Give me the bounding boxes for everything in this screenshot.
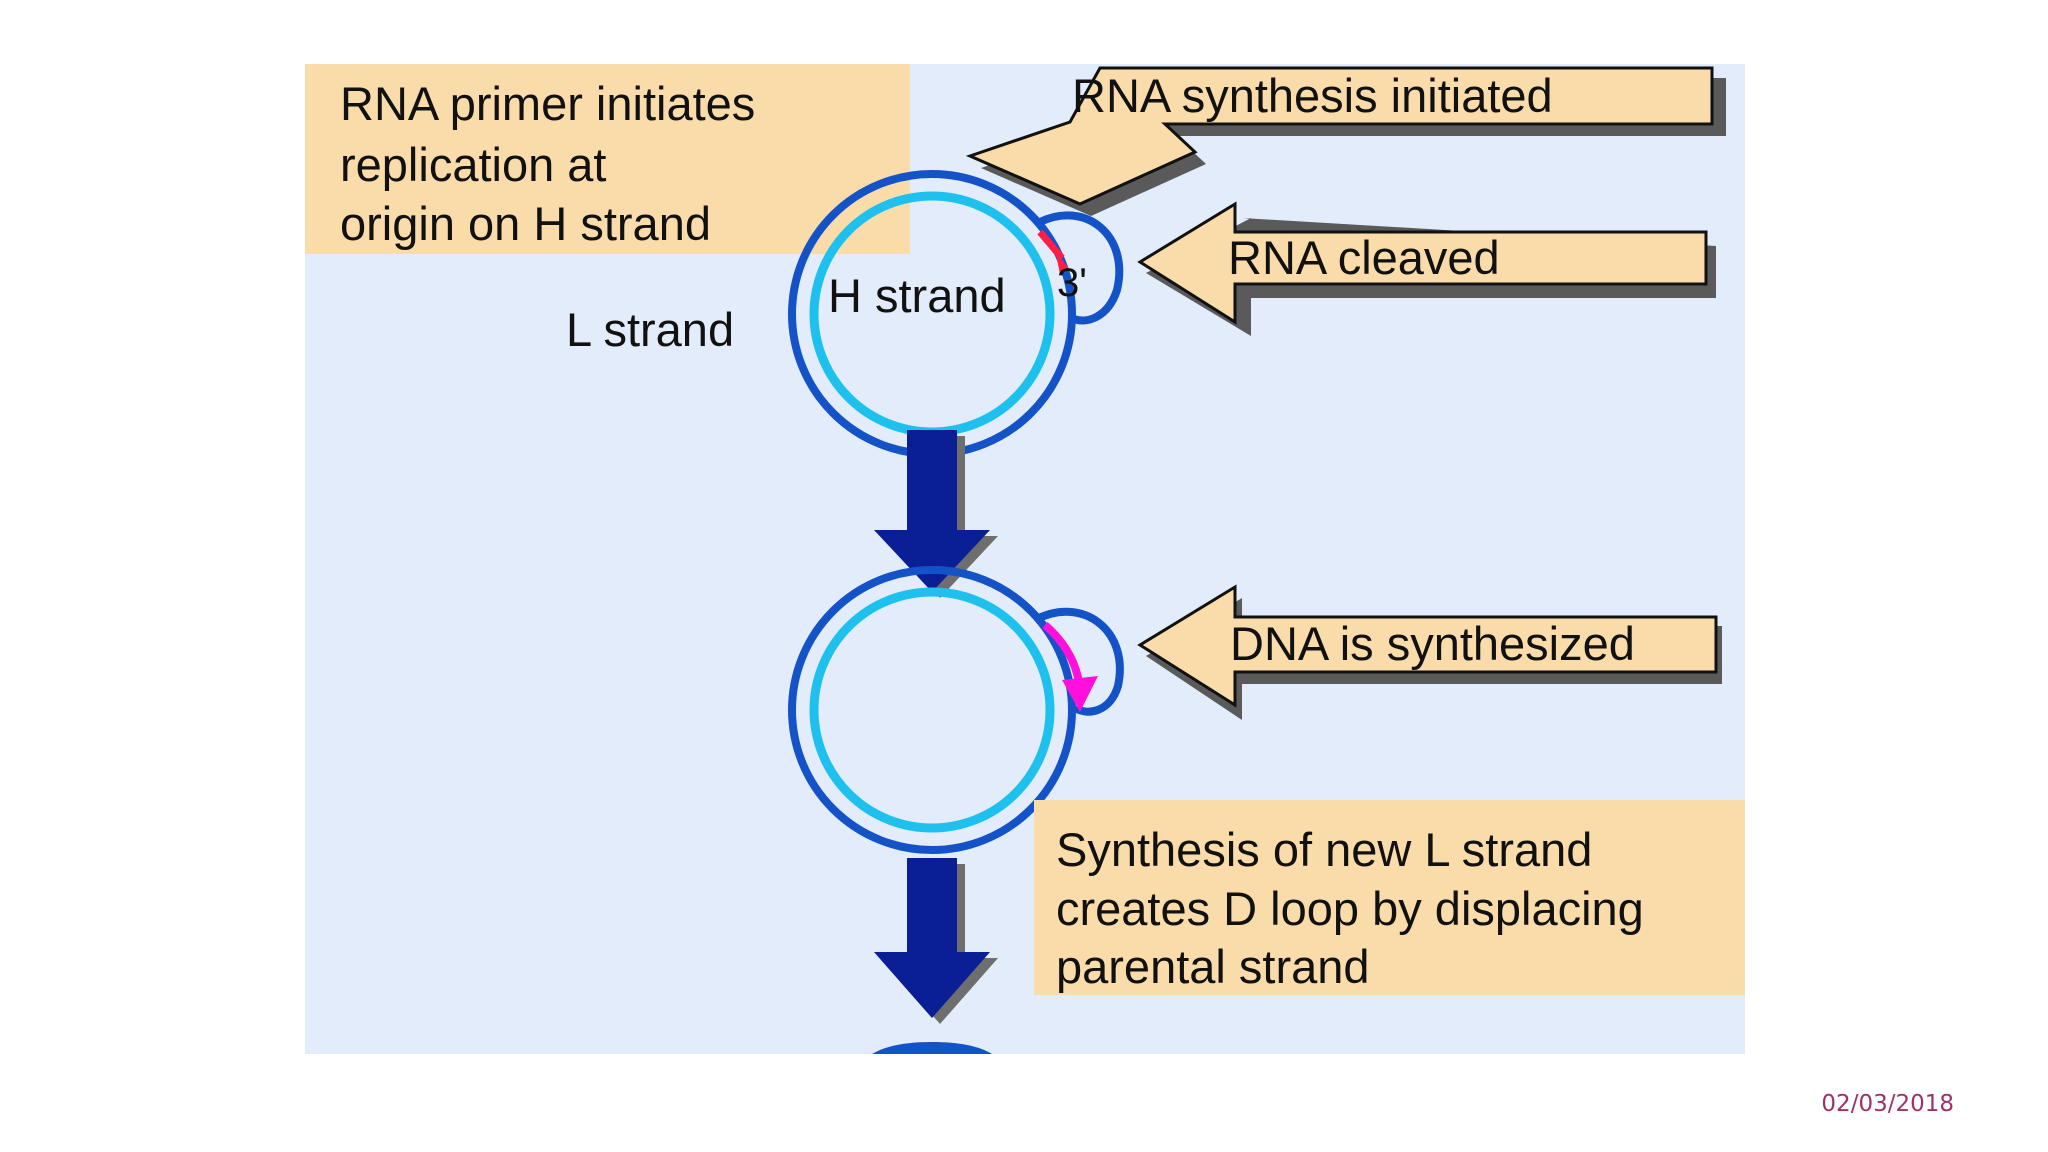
l-strand-label: L strand: [566, 303, 734, 356]
d-loop-bubble-top: [1038, 211, 1124, 325]
mtdna-circle-middle: [788, 566, 1124, 854]
dna-synthesized-label: DNA is synthesized: [1230, 617, 1635, 670]
rna-primer-mark: [1037, 229, 1065, 261]
primer-callout-box: [305, 64, 910, 254]
flow-arrow-1: [874, 430, 998, 598]
rna-cleaved-callout: RNA cleaved: [1137, 201, 1716, 336]
d-loop-bubble-middle: [1033, 607, 1124, 716]
primer-callout-line-1: RNA primer initiates: [340, 77, 755, 130]
primer-callout-line-2: replication at: [340, 138, 607, 191]
three-prime-label: 3': [1057, 261, 1087, 305]
synthesis-callout-line-1: Synthesis of new L strand: [1056, 823, 1592, 876]
synthesis-callout-line-2: creates D loop by displacing: [1056, 882, 1644, 935]
synthesis-callout-text: Synthesis of new L strand creates D loop…: [1056, 823, 1657, 993]
synthesis-callout-box: [1034, 800, 1745, 995]
rna-synthesis-callout: RNA synthesis initiated: [965, 66, 1726, 216]
synthesis-callout-line-3: parental strand: [1056, 940, 1370, 993]
slide-date: 02/03/2018: [1821, 1091, 1954, 1117]
primer-callout-text: RNA primer initiates replication at orig…: [340, 77, 768, 250]
rna-synthesis-label: RNA synthesis initiated: [1072, 69, 1553, 122]
primer-callout-line-3: origin on H strand: [340, 197, 711, 250]
mtdna-circle-bottom-partial: [872, 1042, 992, 1054]
h-strand-label: H strand: [828, 269, 1006, 322]
rna-cleaved-label: RNA cleaved: [1228, 231, 1500, 284]
dna-synthesized-callout: DNA is synthesized: [1137, 584, 1722, 720]
flow-arrow-2: [874, 858, 998, 1024]
